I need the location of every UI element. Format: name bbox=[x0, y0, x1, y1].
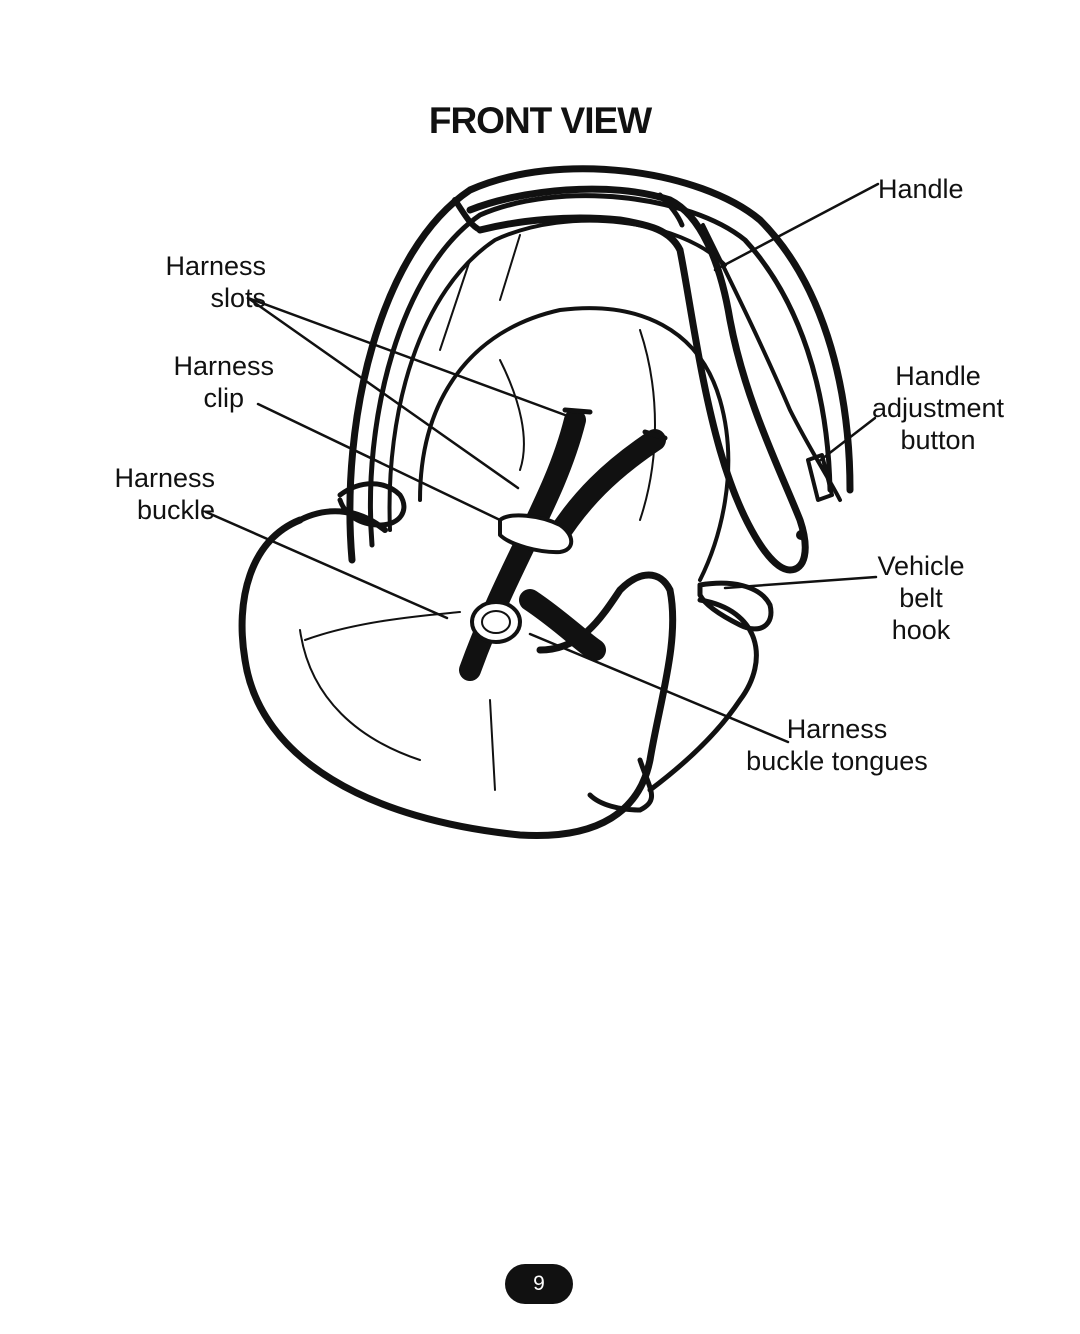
harness-lower-strap bbox=[519, 589, 606, 661]
label-handle-adjustment-button: Handle adjustment button bbox=[871, 361, 1005, 455]
page-number-badge: 9 bbox=[505, 1264, 573, 1304]
label-harness-slots: Harness slots bbox=[165, 251, 266, 313]
handle-adjustment-button bbox=[806, 453, 834, 502]
seat-cushion bbox=[238, 516, 677, 840]
pointer-harness-buckle bbox=[204, 510, 449, 620]
label-vehicle-belt-hook: Vehicle belt hook bbox=[877, 551, 965, 645]
pointer-handle bbox=[713, 182, 880, 272]
pointer-vehicle-belt-hook bbox=[723, 575, 878, 590]
pointer-harness-slots-a bbox=[246, 296, 567, 417]
label-harness-buckle: Harness buckle bbox=[114, 463, 215, 525]
pointer-harness-clip bbox=[256, 402, 502, 522]
vehicle-belt-hook bbox=[697, 580, 774, 632]
diagram-title: FRONT VIEW bbox=[428, 100, 652, 141]
label-harness-clip: Harness clip bbox=[173, 351, 274, 413]
pointer-harness-buckle-tongues bbox=[528, 632, 790, 744]
seat-backrest bbox=[418, 306, 731, 582]
seat-base bbox=[587, 757, 655, 813]
pointer-handle-adjustment-button bbox=[816, 416, 877, 464]
pointer-harness-slots-b bbox=[246, 296, 520, 490]
seat-shell-inner bbox=[367, 193, 833, 548]
seat-shell-outer bbox=[346, 165, 854, 564]
label-handle: Handle bbox=[878, 174, 964, 204]
harness-clip bbox=[498, 513, 574, 555]
left-armrest bbox=[337, 481, 407, 528]
label-harness-buckle-tongues: Harness buckle tongues bbox=[746, 714, 928, 776]
carry-handle bbox=[466, 185, 809, 574]
